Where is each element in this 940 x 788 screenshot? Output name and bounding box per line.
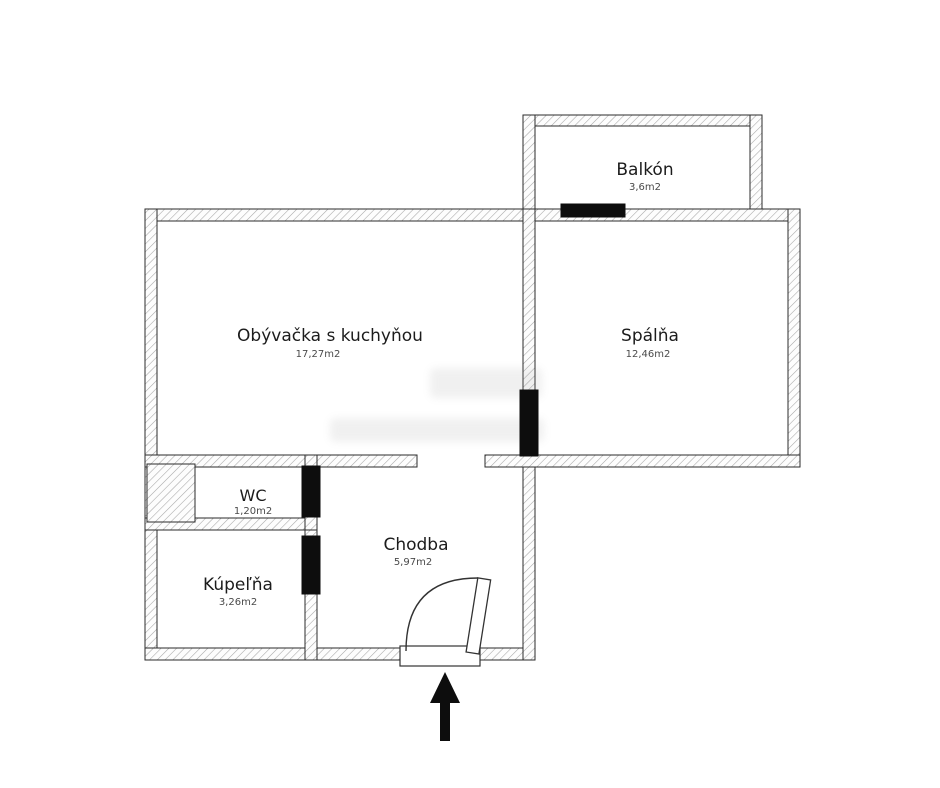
bathroom-door-bar <box>301 535 321 595</box>
room-area-bedroom: 12,46m2 <box>626 349 671 360</box>
entrance-threshold <box>399 645 481 667</box>
room-labels: Balkón 3,6m2 Obývačka s kuchyňou 17,27m2… <box>203 160 679 608</box>
living-bedroom-door-bar <box>519 389 539 457</box>
shaft-hatch <box>146 463 196 523</box>
room-area-wc: 1,20m2 <box>234 506 272 517</box>
wall-right <box>787 208 801 468</box>
entrance-arrow <box>430 672 460 741</box>
entrance-door <box>399 577 492 667</box>
wall-living-bottom <box>144 454 418 468</box>
watermark-text <box>330 418 544 442</box>
balcony-door-bar <box>560 203 626 218</box>
wc-door-bar <box>301 465 321 518</box>
entrance-arrow-head <box>430 672 460 703</box>
room-label-hallway: Chodba <box>383 535 448 555</box>
room-area-living: 17,27m2 <box>296 349 341 360</box>
room-area-hallway: 5,97m2 <box>394 557 432 568</box>
wall-main-top <box>144 208 801 222</box>
entrance-door-swing-arc <box>405 577 479 652</box>
room-label-balcony: Balkón <box>616 160 673 180</box>
entrance-arrow-shaft <box>440 701 450 741</box>
room-area-bathroom: 3,26m2 <box>219 597 257 608</box>
room-label-bathroom: Kúpeľňa <box>203 575 273 595</box>
watermark <box>330 368 544 442</box>
room-area-balcony: 3,6m2 <box>629 182 661 193</box>
room-label-wc: WC <box>240 486 267 505</box>
watermark-logo <box>430 368 542 398</box>
door-bars <box>301 203 626 595</box>
wall-balcony-top <box>522 114 763 127</box>
room-label-living: Obývačka s kuchyňou <box>237 326 423 346</box>
wall-left <box>144 208 158 661</box>
wall-balcony-right <box>749 114 763 210</box>
room-label-bedroom: Spálňa <box>621 326 679 346</box>
entrance-door-leaf <box>465 577 492 655</box>
wall-balcony-left <box>522 114 536 210</box>
wall-bedroom-bottom <box>484 454 801 468</box>
